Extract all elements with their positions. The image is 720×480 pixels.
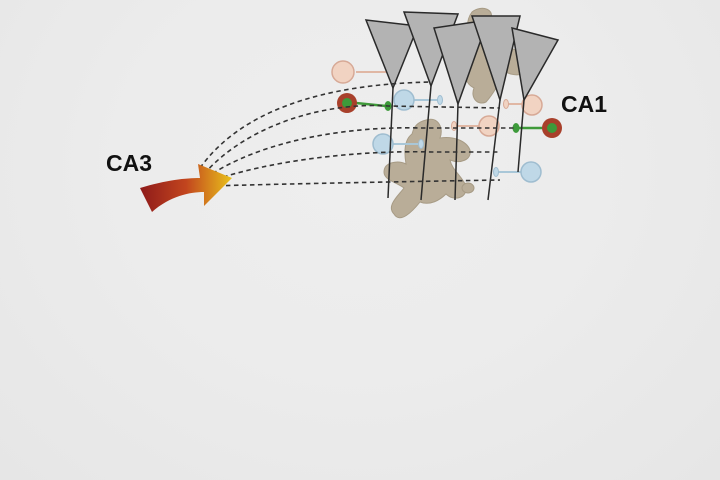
spine-active-left bbox=[337, 93, 392, 113]
ca1-label: CA1 bbox=[561, 91, 607, 117]
spine-peach-right-mid bbox=[451, 115, 500, 137]
spine-blue-left-low bbox=[372, 133, 424, 155]
pyramidal-neuron-5 bbox=[511, 26, 560, 173]
ca3-label: CA3 bbox=[106, 150, 152, 176]
pyramidal-neuron-4 bbox=[470, 15, 521, 201]
spine-peach-right-top bbox=[503, 94, 543, 116]
pyramidal-neuron-1 bbox=[364, 19, 420, 199]
fiber-3 bbox=[205, 127, 516, 179]
fiber-4 bbox=[207, 150, 500, 183]
spine-blue-mid bbox=[393, 89, 443, 111]
fiber-2 bbox=[203, 104, 501, 175]
spine-blue-right-low bbox=[493, 161, 542, 183]
fiber-5 bbox=[209, 179, 501, 187]
fiber-1 bbox=[199, 81, 433, 169]
spine-active-right bbox=[512, 118, 562, 138]
astrocyte-bottom bbox=[383, 118, 475, 219]
spine-peach-left bbox=[331, 60, 390, 84]
schaffer-collateral-fibers bbox=[199, 81, 516, 187]
ca3-projection-arrow bbox=[140, 164, 232, 212]
